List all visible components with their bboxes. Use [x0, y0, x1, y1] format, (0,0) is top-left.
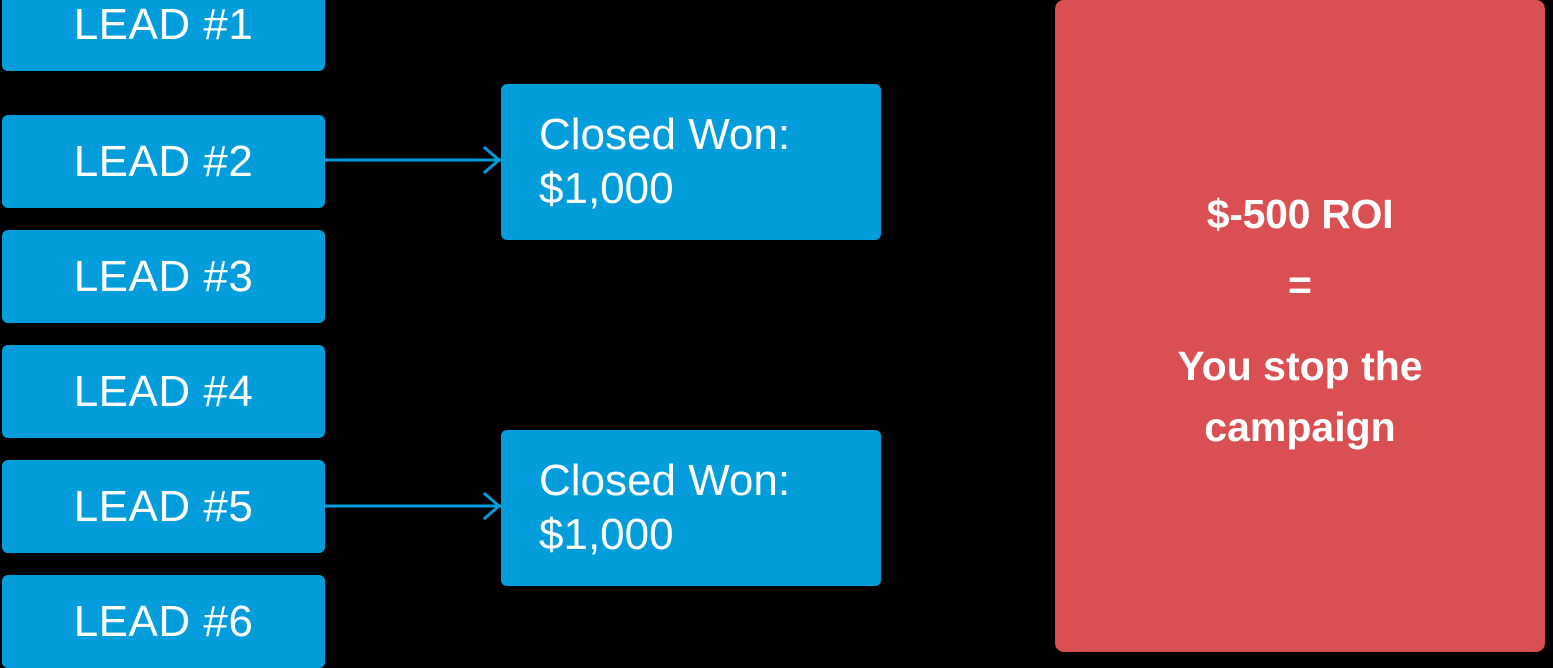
equals-sign: =	[1288, 261, 1312, 308]
roi-value: $-500 ROI	[1206, 190, 1394, 237]
lead-box-2[interactable]: LEAD #2	[2, 115, 325, 208]
lead-label: LEAD #1	[73, 0, 254, 49]
arrow-icon-lead2-to-closedwon1	[325, 145, 502, 175]
closed-won-box-2[interactable]: Closed Won: $1,000	[501, 430, 881, 586]
lead-box-5[interactable]: LEAD #5	[2, 460, 325, 553]
closed-won-box-1[interactable]: Closed Won: $1,000	[501, 84, 881, 240]
roi-conclusion: You stop the campaign	[1177, 342, 1423, 451]
closed-won-amount: $1,000	[539, 164, 674, 213]
lead-label: LEAD #4	[73, 366, 254, 416]
closed-won-title: Closed Won:	[539, 456, 791, 506]
lead-label: LEAD #5	[73, 481, 254, 531]
arrow-icon-lead5-to-closedwon2	[325, 491, 502, 521]
lead-box-3[interactable]: LEAD #3	[2, 230, 325, 323]
lead-box-6[interactable]: LEAD #6	[2, 575, 325, 668]
lead-label: LEAD #3	[73, 251, 254, 301]
lead-box-4[interactable]: LEAD #4	[2, 345, 325, 438]
roi-result-panel: $-500 ROI = You stop the campaign	[1055, 0, 1545, 652]
closed-won-amount: $1,000	[539, 510, 674, 559]
closed-won-title: Closed Won:	[539, 110, 791, 160]
lead-label: LEAD #2	[73, 136, 254, 186]
lead-label: LEAD #6	[73, 596, 254, 646]
lead-box-1[interactable]: LEAD #1	[2, 0, 325, 71]
